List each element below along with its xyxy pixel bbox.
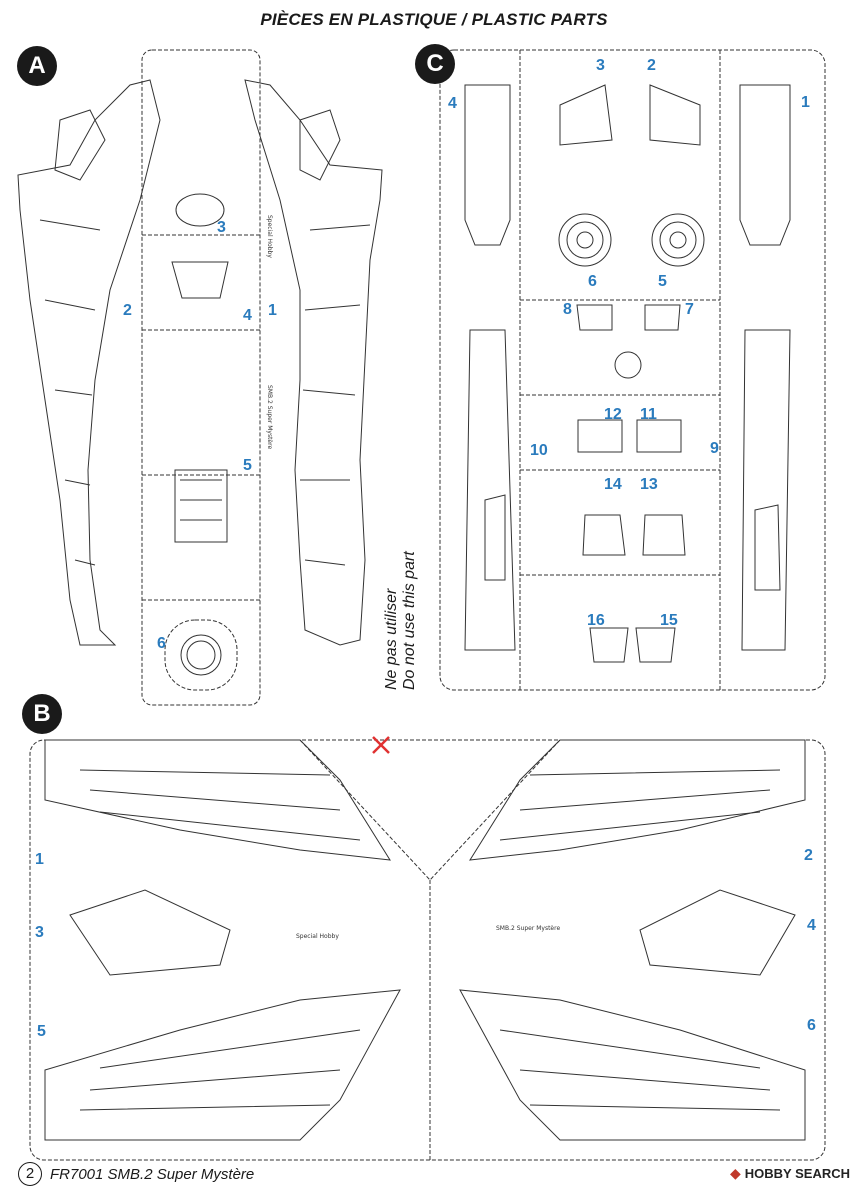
sprue-b-wing-lower-left [44, 989, 401, 1141]
part-label: 2 [647, 57, 656, 74]
sprue-a-badge: A [17, 46, 57, 86]
part-label: 4 [243, 307, 252, 324]
part-label: 5 [243, 457, 252, 474]
do-not-use-cross [372, 736, 390, 754]
part-label: 11 [640, 406, 657, 423]
part-label: 10 [530, 442, 548, 459]
part-label: 3 [217, 219, 226, 236]
watermark: ◆ HOBBY SEARCH [730, 1165, 850, 1182]
note-fr: Ne pas utiliser [383, 588, 400, 690]
sprue-c-frame [439, 49, 826, 691]
sprue-a-fuselage-right [244, 79, 383, 646]
sprue-a-fuselage-left [17, 79, 161, 646]
page-number: 2 [18, 1162, 42, 1186]
part-label: 9 [710, 440, 719, 457]
part-label: 12 [604, 406, 622, 423]
part-label: 4 [448, 95, 457, 112]
sprue-b-tag: Special Hobby [296, 933, 339, 940]
page-title: PIÈCES EN PLASTIQUE / PLASTIC PARTS [260, 10, 608, 29]
sprue-a-side: SMB.2 Super Mystère [266, 385, 273, 449]
part-label: 3 [596, 57, 605, 74]
footer: 2 FR7001 SMB.2 Super Mystère [18, 1162, 254, 1186]
sprue-a-tag: Special Hobby [266, 215, 273, 258]
part-label: 13 [640, 476, 658, 493]
part-label: 4 [807, 917, 816, 934]
sprue-b-badge: B [22, 694, 62, 734]
sprue-b-side: SMB.2 Super Mystère [496, 925, 560, 932]
part-label: 6 [157, 635, 166, 652]
part-label: 7 [685, 301, 694, 318]
sprue-b-frame [29, 739, 826, 1161]
do-not-use-note: Ne pas utiliser Do not use this part [383, 540, 419, 690]
part-label: 15 [660, 612, 678, 629]
sprue-c-badge: C [415, 44, 455, 84]
part-label: 5 [658, 273, 667, 290]
sprue-b-wing-upper-left [44, 739, 391, 861]
part-label: 6 [807, 1017, 816, 1034]
sprue-b-wing-lower-right [459, 989, 806, 1141]
part-label: 2 [804, 847, 813, 864]
part-label: 1 [35, 851, 44, 868]
part-label: 16 [587, 612, 605, 629]
sprue-a-frame [141, 49, 261, 706]
note-en: Do not use this part [401, 551, 418, 690]
part-label: 5 [37, 1023, 46, 1040]
part-label: 3 [35, 924, 44, 941]
part-label: 6 [588, 273, 597, 290]
part-label: 1 [268, 302, 277, 319]
part-label: 8 [563, 301, 572, 318]
watermark-text: HOBBY SEARCH [744, 1166, 850, 1181]
sprue-b-wing-upper-right [469, 739, 806, 861]
part-label: 2 [123, 302, 132, 319]
footer-text: FR7001 SMB.2 Super Mystère [50, 1165, 255, 1183]
watermark-logo-icon: ◆ [730, 1165, 741, 1181]
part-label: 14 [604, 476, 622, 493]
part-label: 1 [801, 94, 810, 111]
